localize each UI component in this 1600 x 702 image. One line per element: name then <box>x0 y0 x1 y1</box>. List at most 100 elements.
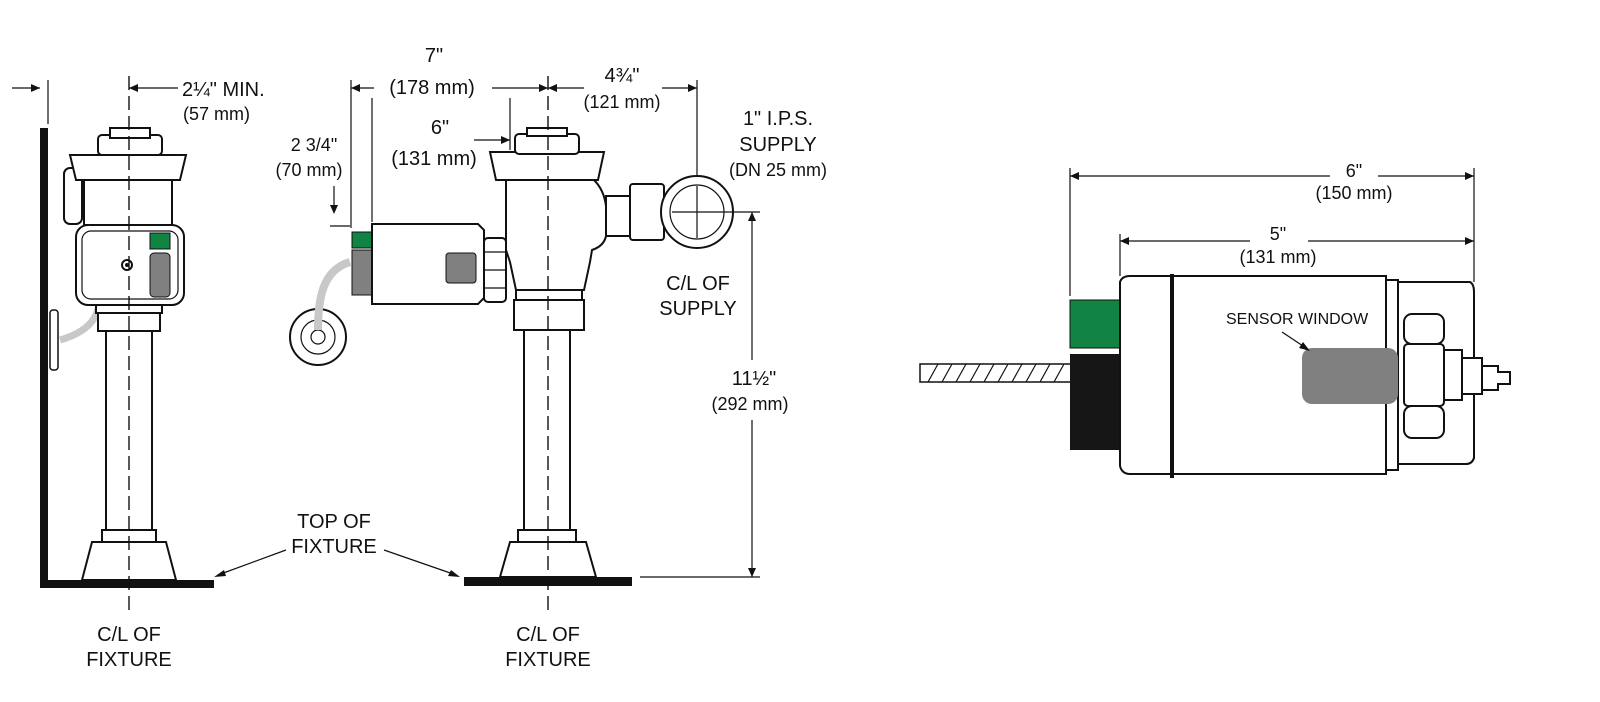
hex-nut-top-a <box>1403 313 1445 345</box>
min-dim-mm-label: (57 mm) <box>183 104 250 124</box>
braid-9 <box>1039 363 1051 383</box>
dim-434-arrow-a <box>548 84 557 92</box>
braided-hose <box>919 363 1073 383</box>
tube-ring-side <box>517 529 577 543</box>
hose-braid <box>927 363 1065 383</box>
nut-top-side <box>515 289 583 301</box>
sensor-housing-inner <box>81 230 179 300</box>
supply-nipple <box>1481 365 1511 391</box>
valve-body-side <box>505 179 607 291</box>
cl-fixture-middle-2: FIXTURE <box>505 649 591 671</box>
status-indicator-top <box>1069 299 1121 349</box>
cl-fixture-left-2: FIXTURE <box>86 649 172 671</box>
dim-7-arrow-b <box>539 84 548 92</box>
dim-5-label-bg <box>1250 224 1308 248</box>
top-view: SENSOR WINDOW 6" (150 mm) 5" (131 mm) <box>919 160 1511 478</box>
braid-7 <box>1011 363 1023 383</box>
supply-label-1: 1" I.P.S. <box>743 108 813 130</box>
arrow-min-b <box>129 84 138 92</box>
dim-434-label: 4¾" <box>605 65 640 87</box>
side-view: 7" (178 mm) 6" (131 mm) 2 3/4" (70 mm) 4… <box>276 45 828 671</box>
sensor-window <box>149 252 171 298</box>
dim-7-mm-label: (178 mm) <box>389 77 475 99</box>
dim-5-mm-label: (131 mm) <box>1239 247 1316 267</box>
dim-6-mm-label: (131 mm) <box>391 148 477 170</box>
battery-pack <box>1070 354 1120 450</box>
leader-right <box>383 549 457 576</box>
connector-body <box>1443 349 1463 401</box>
hose-side <box>314 258 352 331</box>
dim-5-arrow-a <box>1120 237 1129 245</box>
dim-1112-arrow-b <box>748 568 756 577</box>
sensor-window-label: SENSOR WINDOW <box>1226 311 1369 328</box>
dim-6-top-label-bg <box>1330 160 1378 184</box>
top-of-fixture-2: FIXTURE <box>291 536 377 558</box>
dim-6-arrow <box>501 136 510 144</box>
valve-cap-side <box>488 151 606 181</box>
top-of-fixture-callout: TOP OF FIXTURE <box>214 511 460 577</box>
flush-tube-side <box>523 329 571 541</box>
top-of-fixture-1: TOP OF <box>297 511 371 533</box>
hex-nut-top-c <box>1403 405 1445 439</box>
supply-label-3: (DN 25 mm) <box>729 160 827 180</box>
cl-fixture-left-1: C/L OF <box>97 624 161 646</box>
cl-supply-2: SUPPLY <box>659 298 736 320</box>
cl-fixture-middle-1: C/L OF <box>516 624 580 646</box>
connector-collar <box>1461 357 1483 395</box>
dim-5-arrow-b <box>1465 237 1474 245</box>
supply-coupling <box>629 183 665 241</box>
dim-6-top-arrow-a <box>1070 172 1079 180</box>
dim-1112-mm-label: (292 mm) <box>711 394 788 414</box>
floor-left <box>40 580 214 588</box>
dim-234-arrow <box>330 205 338 214</box>
status-indicator-side <box>351 231 373 249</box>
braid-1 <box>927 363 939 383</box>
supply-label-2: SUPPLY <box>739 134 816 156</box>
override-button-center <box>125 263 129 267</box>
braid-10 <box>1053 363 1065 383</box>
front-view: 2¼" MIN. (57 mm) C/L OF FIXTURE <box>12 76 265 671</box>
wall <box>40 128 48 588</box>
leader-right-arrow <box>448 570 460 577</box>
braid-6 <box>997 363 1009 383</box>
nut-side <box>513 299 585 331</box>
cap-button-side <box>526 127 568 137</box>
dim-6-top-label: 6" <box>1346 161 1362 181</box>
leader-left <box>217 549 287 576</box>
side-module-dark <box>351 249 373 296</box>
leader-left-arrow <box>214 570 226 577</box>
dim-234-label: 2 3/4" <box>291 135 337 155</box>
wall-bracket <box>49 309 59 371</box>
dim-7-label: 7" <box>425 45 443 67</box>
status-indicator-green <box>149 232 171 250</box>
sensor-window-side <box>445 252 477 284</box>
dim-434-arrow-b <box>688 84 697 92</box>
dim-6-label: 6" <box>431 117 449 139</box>
braid-2 <box>941 363 953 383</box>
braid-4 <box>969 363 981 383</box>
cl-supply-1: C/L OF <box>666 273 730 295</box>
dim-5-label: 5" <box>1270 224 1286 244</box>
dim-7-arrow-a <box>351 84 360 92</box>
braid-8 <box>1025 363 1037 383</box>
sensor-window-arrow <box>1299 342 1310 351</box>
dim-434-mm-label: (121 mm) <box>583 92 660 112</box>
braid-3 <box>955 363 967 383</box>
valve-cap <box>68 154 188 181</box>
dim-6-top-mm-label: (150 mm) <box>1315 183 1392 203</box>
dim-1112-arrow-a <box>748 212 756 221</box>
braid-5 <box>983 363 995 383</box>
supply-tailpiece <box>605 195 631 237</box>
dim-6-top-arrow-b <box>1465 172 1474 180</box>
sensor-window-top <box>1302 348 1398 404</box>
cap-button <box>109 127 151 139</box>
dim-234-mm-label: (70 mm) <box>276 160 343 180</box>
dim-1112-label: 11½" <box>732 368 777 390</box>
min-dim-label: 2¼" MIN. <box>182 79 265 101</box>
hex-nut-top-b <box>1403 343 1445 407</box>
sensor-module-top <box>1119 275 1387 475</box>
arrow-min-a <box>31 84 40 92</box>
valve-body <box>83 179 173 226</box>
